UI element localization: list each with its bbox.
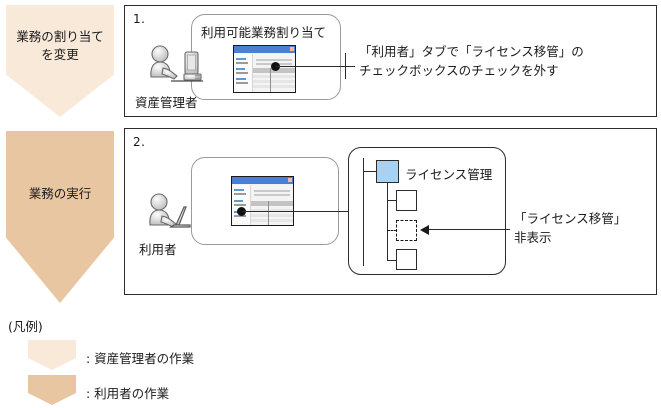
- content-row: [251, 209, 293, 212]
- content-highlight-row: [251, 201, 293, 206]
- step-2-callout-dot: [237, 207, 246, 216]
- legend-label-asset-manager: : 資産管理者の作業: [86, 351, 195, 366]
- sidebar-row: [236, 68, 245, 70]
- step-2-annotation-arrow-head: [420, 225, 429, 235]
- sidebar-row: [234, 193, 246, 195]
- step-2-app-window: [231, 176, 294, 226]
- person-at-laptop-icon: [149, 193, 191, 228]
- legend-title: (凡例): [8, 319, 43, 334]
- sidebar-row: [234, 204, 246, 206]
- step-1-leader-line: [276, 66, 346, 68]
- legend-label-user: : 利用者の作業: [86, 386, 170, 401]
- sidebar-row: [236, 78, 246, 80]
- content-row: [253, 85, 295, 88]
- content-row: [254, 194, 290, 196]
- window-sidebar: [234, 54, 253, 92]
- tree-trunk: [363, 158, 365, 266]
- step-1-number: 1.: [133, 12, 146, 26]
- tree-root-label: ライセンス管理: [405, 167, 493, 182]
- sidebar-row: [234, 189, 244, 191]
- step-2-annotation-arrow-line: [427, 229, 510, 231]
- window-titlebar: [232, 177, 293, 184]
- step-1-app-window: [233, 45, 296, 93]
- phase-chevron-label: 業務の割り当て を変更: [16, 28, 104, 62]
- legend-swatch-user: [28, 375, 76, 405]
- step-1-actor-label: 資産管理者: [135, 95, 198, 110]
- content-row: [251, 219, 293, 222]
- close-icon: [287, 178, 292, 182]
- sidebar-row: [234, 200, 243, 202]
- tree-node-child-1[interactable]: [396, 190, 417, 211]
- content-divider: [268, 201, 269, 225]
- phase-chevron-execute: 業務の実行: [6, 131, 114, 303]
- content-row: [253, 75, 295, 78]
- step-2-window-group: [191, 157, 339, 245]
- step-1-callout-dot: [271, 62, 280, 71]
- step-1-window-title: 利用可能業務割り当て: [201, 25, 327, 40]
- legend-swatch-asset-manager: [28, 340, 76, 370]
- content-row: [256, 59, 292, 61]
- step-1-actor-icon: [143, 44, 207, 90]
- tree-node-license-management[interactable]: [376, 160, 399, 183]
- sidebar-row: [236, 82, 248, 84]
- sidebar-row: [236, 58, 246, 60]
- window-sidebar: [232, 185, 251, 225]
- phase-chevron-assign-change: 業務の割り当て を変更: [6, 5, 114, 117]
- tree-branch-child-1: [387, 200, 397, 202]
- step-1-panel: 1. 利用可能業務割り当て: [124, 5, 657, 117]
- content-row: [254, 190, 290, 192]
- content-row: [253, 80, 295, 83]
- close-icon: [289, 47, 294, 51]
- tree-node-child-2-hidden: [396, 220, 417, 241]
- step-2-annotation: 「ライセンス移管」 非表示: [514, 211, 627, 246]
- window-titlebar: [234, 46, 295, 53]
- tree-branch-child-3: [387, 260, 397, 262]
- person-at-desktop-icon: [150, 45, 203, 82]
- tree-branch-root: [363, 171, 377, 173]
- step-2-leader-line: [242, 211, 348, 213]
- step-1-leader-line-tail: [345, 66, 355, 68]
- phase-chevron-label: 業務の実行: [28, 185, 92, 201]
- sidebar-row: [236, 62, 248, 64]
- step-2-actor-label: 利用者: [139, 242, 177, 257]
- step-1-annotation: 「利用者」タブで「ライセンス移管」の チェックボックスのチェックを外す: [359, 44, 584, 79]
- step-2-tree-group: ライセンス管理: [348, 147, 506, 275]
- window-content: [253, 54, 295, 92]
- step-2-actor-icon: [143, 191, 207, 239]
- content-row: [251, 214, 293, 217]
- step-2-panel: 2.: [124, 128, 657, 295]
- tree-child-trunk: [387, 183, 389, 260]
- window-content: [251, 185, 293, 225]
- step-2-number: 2.: [133, 135, 146, 149]
- content-divider: [270, 68, 271, 92]
- sidebar-row: [236, 72, 248, 74]
- tree-branch-child-2-hidden: [387, 230, 397, 231]
- tree-node-child-3[interactable]: [396, 249, 417, 270]
